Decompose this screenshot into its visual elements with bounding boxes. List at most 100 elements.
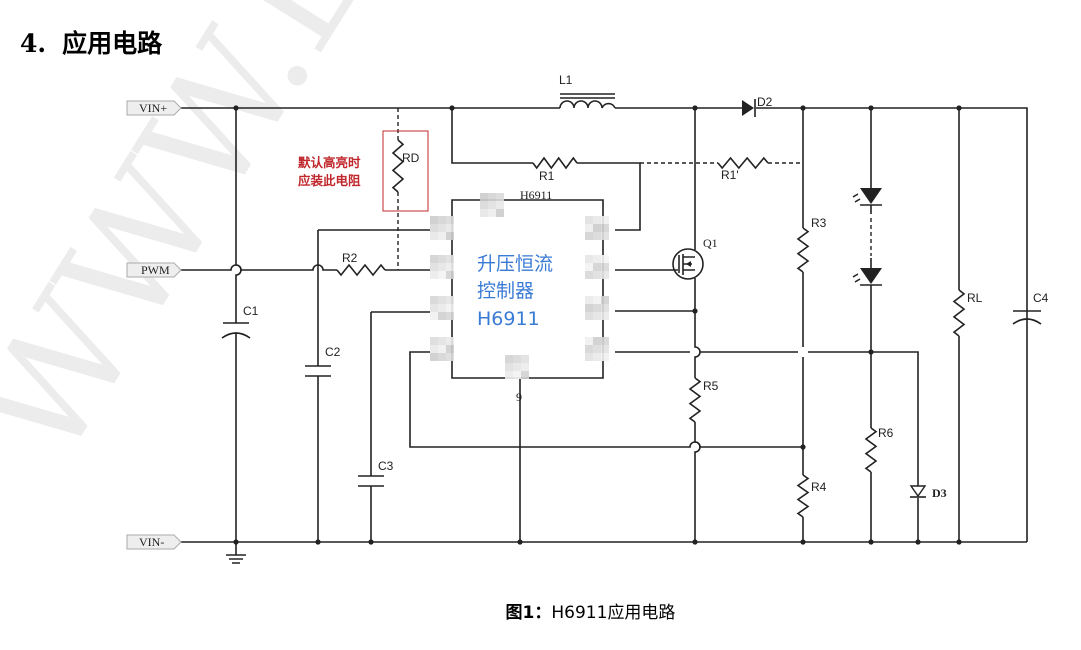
wires [180,107,1028,564]
blurred-pin [585,255,593,263]
watermark: WWW.LXC [0,0,516,489]
blurred-pin [446,353,454,361]
chip-desc-line2: 控制器 [477,280,534,302]
blurred-pin [430,216,438,224]
blurred-pin [585,337,593,345]
blurred-pin [446,216,454,224]
section-number: 4. [20,29,47,58]
blurred-pin [505,371,513,379]
junction-dot [956,105,962,111]
blurred-pin [521,363,529,371]
blurred-pin [446,255,454,263]
capacitor-c1 [221,322,251,339]
blurred-pin [496,209,504,217]
blurred-pin [446,263,454,271]
chip-desc-line3: H6911 [477,308,540,330]
inductor-l1 [559,100,616,109]
blurred-pin [601,255,609,263]
blurred-pin [430,337,438,345]
blurred-pin [585,216,593,224]
blurred-pin [601,312,609,320]
blurred-pin [438,296,446,304]
blurred-pin [438,224,446,232]
vin-minus-label: VIN- [139,535,164,549]
l1-label: L1 [559,73,573,87]
chip-label: H6911 [520,188,552,202]
junction-dot [233,105,239,111]
blurred-pin [521,371,529,379]
resistors [336,139,966,518]
blurred-pin [480,193,488,201]
blurred-pin [446,232,454,240]
blurred-pin [430,255,438,263]
diode-d2 [742,100,754,116]
blurred-pin [601,296,609,304]
blurred-pin [430,263,438,271]
r6-label: R6 [878,426,894,440]
rd-note-line2: 应装此电阻 [298,173,361,188]
junction-dot [517,539,523,545]
blurred-pin [496,201,504,209]
blurred-pin [488,201,496,209]
blurred-pin [593,232,601,240]
junction-dot [692,105,698,111]
junction-dot [800,539,806,545]
blurred-pin [585,312,593,320]
blurred-pin [438,337,446,345]
blurred-pin [601,271,609,279]
junction-dot [915,539,921,545]
led-1 [852,188,882,206]
c2-label: C2 [325,345,341,359]
c4-label: C4 [1033,291,1049,305]
mosfet-q1 [672,248,704,280]
blurred-pin [430,353,438,361]
blurred-pin [488,209,496,217]
blurred-pin [593,263,601,271]
rl-label: RL [967,291,983,305]
blurred-pin [593,353,601,361]
junction-dot [368,539,374,545]
blurred-pin [438,232,446,240]
capacitor-c2 [305,365,331,377]
figure-caption: 图1：H6911应用电路 [0,598,1081,623]
resistor-r5 [688,377,702,423]
blurred-pin [593,255,601,263]
resistor-r3 [796,227,810,273]
blurred-pin [601,353,609,361]
junction-dot [692,308,698,314]
capacitor-c3 [358,475,384,487]
blurred-pin [593,296,601,304]
junction-dot [956,539,962,545]
r5-label: R5 [703,379,719,393]
resistor-rl [952,289,966,337]
port-pwm [126,262,182,278]
blurred-pin [585,304,593,312]
r2-label: R2 [342,251,358,265]
junction-dot [868,349,874,355]
blurred-pin [438,271,446,279]
blurred-pin [601,337,609,345]
resistor-r1-prime [717,156,769,170]
blurred-pin [593,271,601,279]
blurred-pin [585,353,593,361]
blurred-pin [513,355,521,363]
blurred-pin [585,296,593,304]
r1-prime-label: R1' [721,168,739,182]
led-2 [852,268,882,286]
blurred-pin [601,216,609,224]
blurred-pin [585,271,593,279]
blurred-pin [521,355,529,363]
blurred-pin [593,216,601,224]
chip-desc-line1: 升压恒流 [477,253,553,275]
blurred-pin [480,201,488,209]
junction-dot [800,444,806,450]
blurred-pin [601,232,609,240]
blurred-pin [601,263,609,271]
junction-dot [315,539,321,545]
blurred-pin [430,296,438,304]
q1-label: Q1 [703,236,718,250]
blurred-pin [505,355,513,363]
pwm-label: PWM [141,263,170,277]
diode-d3 [909,485,927,498]
r1-label: R1 [539,169,555,183]
